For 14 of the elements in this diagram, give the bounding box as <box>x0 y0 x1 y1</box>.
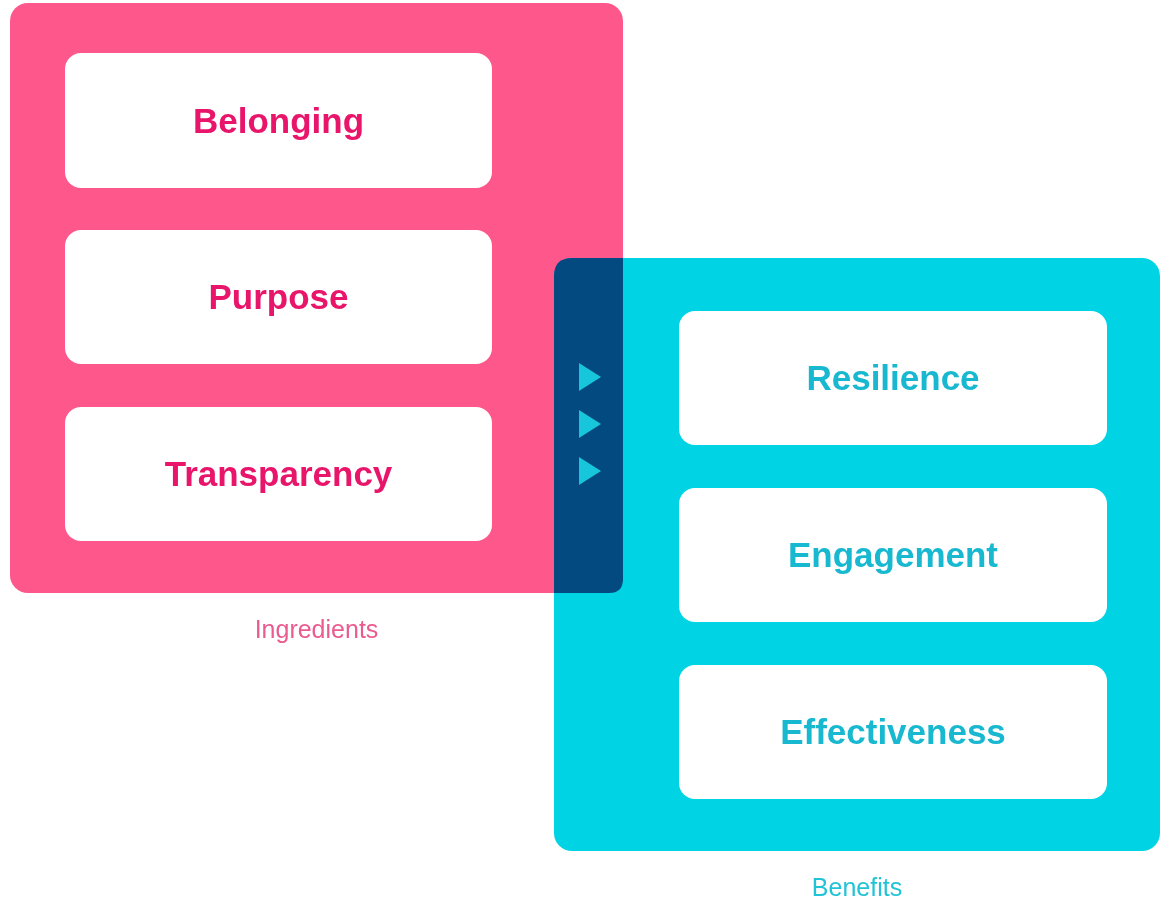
item-box <box>679 665 1107 799</box>
panel-label: Benefits <box>810 873 904 902</box>
item-label: Resilience <box>806 358 980 398</box>
item-box <box>679 488 1107 622</box>
panel-label: Ingredients <box>253 615 380 644</box>
item-label: Engagement <box>787 535 998 575</box>
item-label: Transparency <box>164 454 393 494</box>
item-box <box>679 311 1107 445</box>
item-box <box>65 53 492 188</box>
item-label: Purpose <box>208 277 349 317</box>
item-box <box>65 407 492 541</box>
item-label: Belonging <box>192 100 365 141</box>
item-box <box>65 230 492 364</box>
item-label: Effectiveness <box>780 712 1006 752</box>
